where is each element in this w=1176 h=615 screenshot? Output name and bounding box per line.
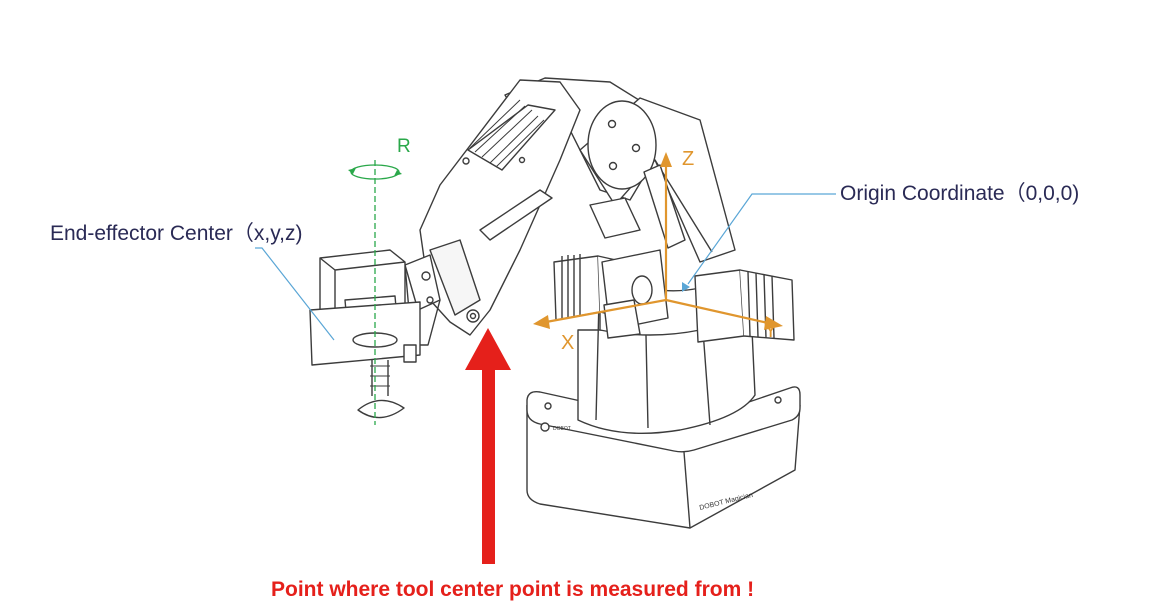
end-effector-leader — [255, 247, 335, 341]
z-arrowhead-icon — [660, 152, 672, 167]
wrist-link — [404, 254, 441, 346]
logo-label: DOBOT — [553, 426, 571, 432]
x-arrowhead-icon — [533, 315, 550, 329]
x-axis-line — [545, 298, 667, 324]
origin-leader-arrow-icon — [682, 282, 690, 292]
origin-leader — [687, 193, 836, 285]
origin-label: Origin Coordinate（0,0,0) — [840, 182, 1080, 205]
end-effector — [309, 249, 421, 419]
end-effector-label: End-effector Center（x,y,z) — [50, 222, 303, 245]
callout-arrow-shaft — [482, 368, 495, 564]
leader-lines — [255, 193, 836, 341]
y-axis-label: Y — [764, 320, 778, 342]
callout-arrowhead-icon — [465, 328, 511, 370]
coordinate-axes — [533, 152, 783, 330]
r-axis-label: R — [397, 136, 411, 157]
right-motor — [694, 269, 795, 343]
callout-caption: Point where tool center point is measure… — [271, 578, 755, 601]
x-axis-label: X — [561, 332, 575, 354]
rotation-axis — [348, 160, 402, 425]
y-axis-line — [665, 298, 769, 325]
callout-arrow — [465, 328, 511, 564]
forearm — [419, 79, 581, 336]
z-axis-label: Z — [682, 148, 695, 170]
y-arrowhead-icon — [764, 316, 783, 330]
